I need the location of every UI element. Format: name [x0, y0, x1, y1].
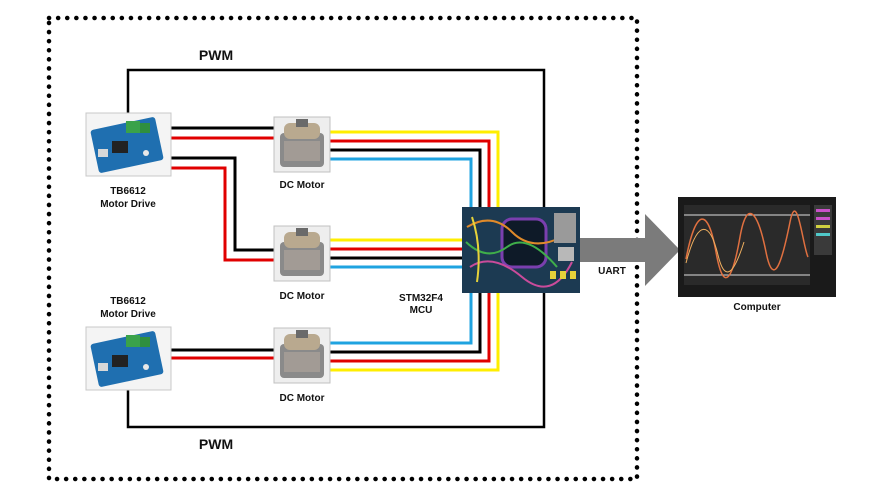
driver-top-label-1: TB6612 [110, 186, 146, 197]
wire-m1-blue [330, 157, 473, 208]
pwm-wire-bottom [126, 292, 546, 429]
dc-motor-icon [273, 116, 331, 173]
motor-1-label: DC Motor [280, 180, 325, 191]
mcu-label-2: MCU [410, 305, 433, 316]
laptop-plot-icon [678, 197, 836, 297]
motor-driver-board-icon [85, 326, 172, 391]
stm32-board-icon [462, 207, 580, 293]
mcu-label-1: STM32F4 [399, 293, 443, 304]
wire-d1-m2-black [171, 156, 274, 252]
motor-2-label: DC Motor [280, 291, 325, 302]
motor-3-label: DC Motor [280, 393, 325, 404]
dc-motor-icon [273, 225, 331, 282]
wire-m3-red [330, 292, 491, 363]
uart-arrow [580, 214, 680, 286]
wire-m1-black [330, 148, 482, 208]
dc-motor-icon [273, 327, 331, 384]
driver-top-label-2: Motor Drive [100, 199, 156, 210]
wire-m3-yellow [330, 292, 500, 372]
computer-label: Computer [733, 302, 780, 313]
uart-label: UART [598, 266, 626, 277]
wire-m3-black [330, 292, 482, 354]
wire-m1-yellow [330, 130, 500, 208]
motor-driver-board-icon [85, 112, 172, 177]
driver-bottom-label-1: TB6612 [110, 296, 146, 307]
wire-d1-m2-red [171, 166, 274, 262]
pwm-label-top: PWM [199, 47, 233, 63]
pwm-label-bottom: PWM [199, 436, 233, 452]
wire-m1-red [330, 139, 491, 208]
driver-bottom-label-2: Motor Drive [100, 309, 156, 320]
pwm-wire-top [126, 68, 546, 208]
wire-m3-blue [330, 292, 473, 345]
